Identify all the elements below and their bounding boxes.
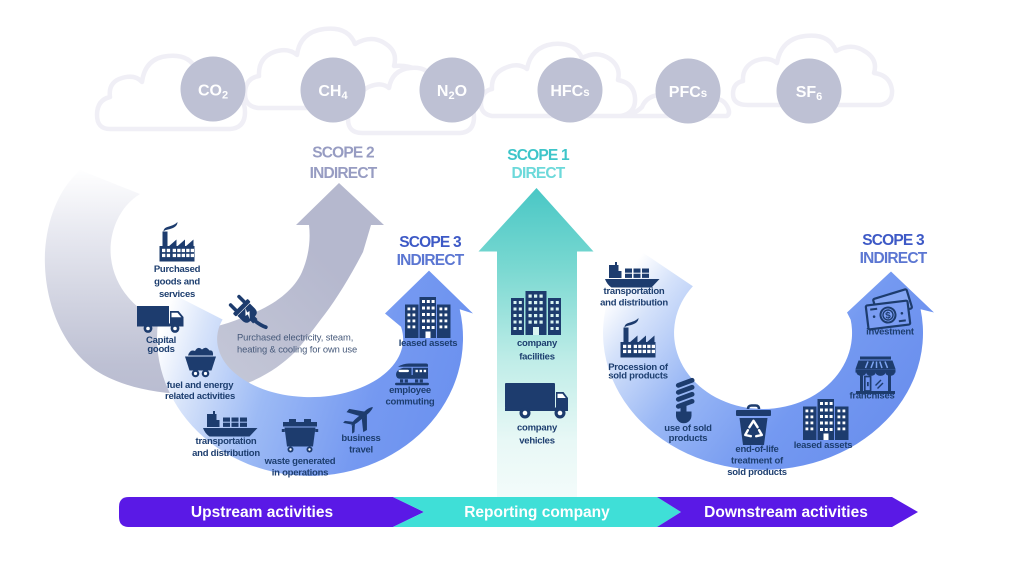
svg-text:INDIRECT: INDIRECT xyxy=(310,165,378,182)
svg-text:Purchased electricity, steam,: Purchased electricity, steam, xyxy=(237,332,353,343)
svg-text:SCOPE 2: SCOPE 2 xyxy=(312,145,374,162)
svg-text:transportation: transportation xyxy=(196,436,257,447)
svg-text:SCOPE 1: SCOPE 1 xyxy=(507,147,570,164)
svg-text:Purchased: Purchased xyxy=(154,264,201,275)
svg-text:N2O: N2O xyxy=(437,83,467,102)
svg-text:end-of-life: end-of-life xyxy=(735,444,778,455)
svg-text:SCOPE 3: SCOPE 3 xyxy=(862,232,925,249)
svg-text:company: company xyxy=(517,338,558,349)
svg-text:goods: goods xyxy=(147,344,174,355)
svg-text:DIRECT: DIRECT xyxy=(512,165,566,182)
svg-text:Downstream activities: Downstream activities xyxy=(704,504,868,521)
svg-text:INDIRECT: INDIRECT xyxy=(860,250,928,267)
svg-text:waste generated: waste generated xyxy=(264,456,336,467)
svg-text:CH4: CH4 xyxy=(318,83,348,102)
svg-text:facilities: facilities xyxy=(519,352,555,363)
svg-text:in operations: in operations xyxy=(272,468,328,479)
svg-text:PFCs: PFCs xyxy=(669,84,707,101)
svg-text:franchises: franchises xyxy=(849,391,894,402)
svg-text:leased assets: leased assets xyxy=(399,338,458,349)
svg-text:company: company xyxy=(517,423,558,434)
svg-text:Upstream activities: Upstream activities xyxy=(191,504,333,521)
svg-text:business: business xyxy=(341,433,380,444)
svg-text:commuting: commuting xyxy=(386,397,435,408)
svg-text:products: products xyxy=(669,433,708,444)
svg-text:Reporting company: Reporting company xyxy=(464,504,610,521)
svg-text:related activities: related activities xyxy=(165,391,235,402)
svg-text:fuel and energy: fuel and energy xyxy=(167,380,234,391)
svg-text:and distribution: and distribution xyxy=(192,448,260,459)
svg-text:transportation: transportation xyxy=(604,286,665,297)
svg-text:leased assets: leased assets xyxy=(794,440,853,451)
svg-text:sold products: sold products xyxy=(608,371,668,382)
svg-text:heating & cooling for own use: heating & cooling for own use xyxy=(237,344,357,355)
svg-text:sold products: sold products xyxy=(727,467,787,478)
svg-text:employee: employee xyxy=(389,385,431,396)
svg-text:SCOPE 3: SCOPE 3 xyxy=(399,234,462,251)
svg-text:SF6: SF6 xyxy=(796,84,823,103)
svg-text:investment: investment xyxy=(866,327,915,338)
svg-text:services: services xyxy=(159,289,195,300)
svg-text:INDIRECT: INDIRECT xyxy=(397,252,465,269)
svg-text:vehicles: vehicles xyxy=(519,436,555,447)
svg-text:$: $ xyxy=(885,310,892,322)
svg-text:HFCs: HFCs xyxy=(550,83,589,100)
svg-text:CO2: CO2 xyxy=(198,83,228,102)
svg-text:use of sold: use of sold xyxy=(664,423,712,434)
svg-text:Capital: Capital xyxy=(146,335,176,346)
svg-text:travel: travel xyxy=(349,445,373,456)
svg-text:goods and: goods and xyxy=(154,277,200,288)
svg-text:Procession of: Procession of xyxy=(608,362,669,373)
svg-text:treatment of: treatment of xyxy=(731,456,784,467)
svg-text:and distribution: and distribution xyxy=(600,298,668,309)
